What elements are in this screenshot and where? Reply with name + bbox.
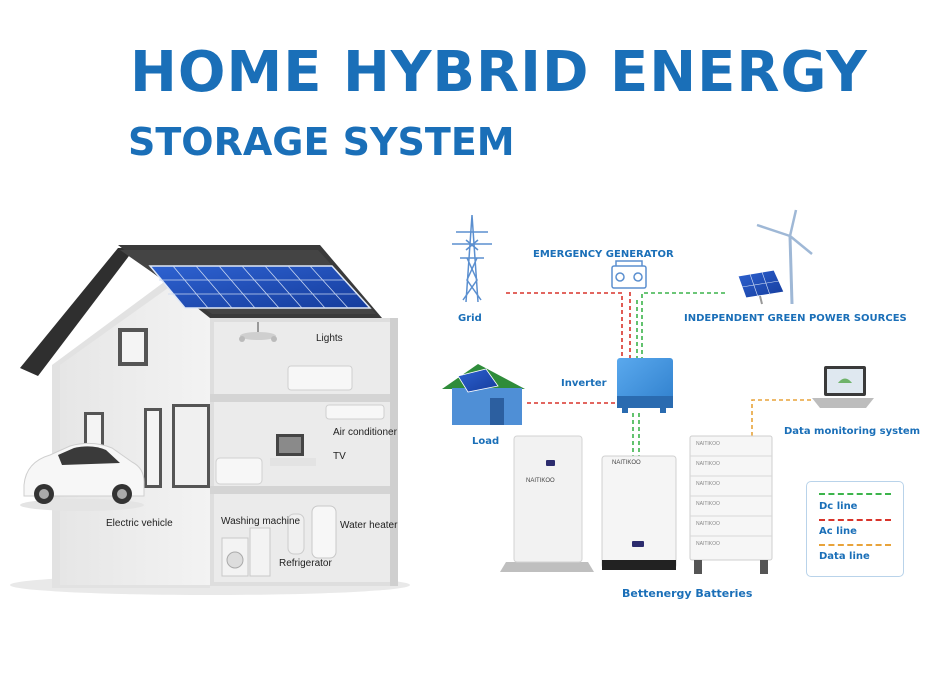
battery-floor-unit <box>601 455 677 570</box>
battery-stack-unit <box>689 435 773 574</box>
battery-brand-stack-2: NAITIKOO <box>696 461 720 467</box>
legend-ac-swatch <box>819 519 891 521</box>
battery-brand-wall: NAITIKOO <box>526 478 555 484</box>
connection-lines <box>506 292 812 456</box>
label-lights: Lights <box>316 333 343 344</box>
legend-dc-label: Dc line <box>819 501 858 512</box>
label-washing-machine: Washing machine <box>221 516 301 527</box>
battery-brand-stack-1: NAITIKOO <box>696 441 720 447</box>
grid-tower-icon <box>452 214 492 303</box>
label-emergency-generator: EMERGENCY GENERATOR <box>533 249 674 260</box>
house-illustration <box>10 245 410 595</box>
battery-brand-stack-5: NAITIKOO <box>696 521 720 527</box>
legend-data-label: Data line <box>819 551 870 562</box>
label-green-sources: INDEPENDENT GREEN POWER SOURCES <box>684 313 907 324</box>
label-data-monitoring: Data monitoring system <box>784 426 921 437</box>
battery-wall-unit <box>500 435 594 572</box>
line-legend: Dc line Ac line Data line <box>806 481 904 577</box>
battery-brand-floor: NAITIKOO <box>612 460 641 466</box>
electric-car-icon <box>20 442 145 511</box>
legend-data-swatch <box>819 544 891 546</box>
label-refrigerator: Refrigerator <box>279 558 332 569</box>
label-batteries: Bettenergy Batteries <box>622 587 753 600</box>
battery-brand-stack-6: NAITIKOO <box>696 541 720 547</box>
generator-icon <box>611 260 647 289</box>
page-subtitle: STORAGE SYSTEM <box>128 120 515 164</box>
label-inverter: Inverter <box>561 378 607 389</box>
green-power-icon <box>737 209 813 305</box>
load-house-icon <box>442 364 525 425</box>
battery-brand-stack-4: NAITIKOO <box>696 501 720 507</box>
label-air-conditioner: Air conditioner <box>333 427 397 438</box>
legend-dc-swatch <box>819 493 891 495</box>
page-title: HOME HYBRID ENERGY <box>130 40 868 105</box>
label-electric-vehicle: Electric vehicle <box>106 518 173 529</box>
label-water-heater: Water heater <box>340 520 398 531</box>
label-load: Load <box>472 436 500 447</box>
label-tv: TV <box>333 451 346 462</box>
battery-brand-stack-3: NAITIKOO <box>696 481 720 487</box>
inverter-icon <box>617 358 673 413</box>
laptop-icon <box>812 366 874 408</box>
legend-ac-label: Ac line <box>819 526 857 537</box>
label-grid: Grid <box>458 313 482 324</box>
